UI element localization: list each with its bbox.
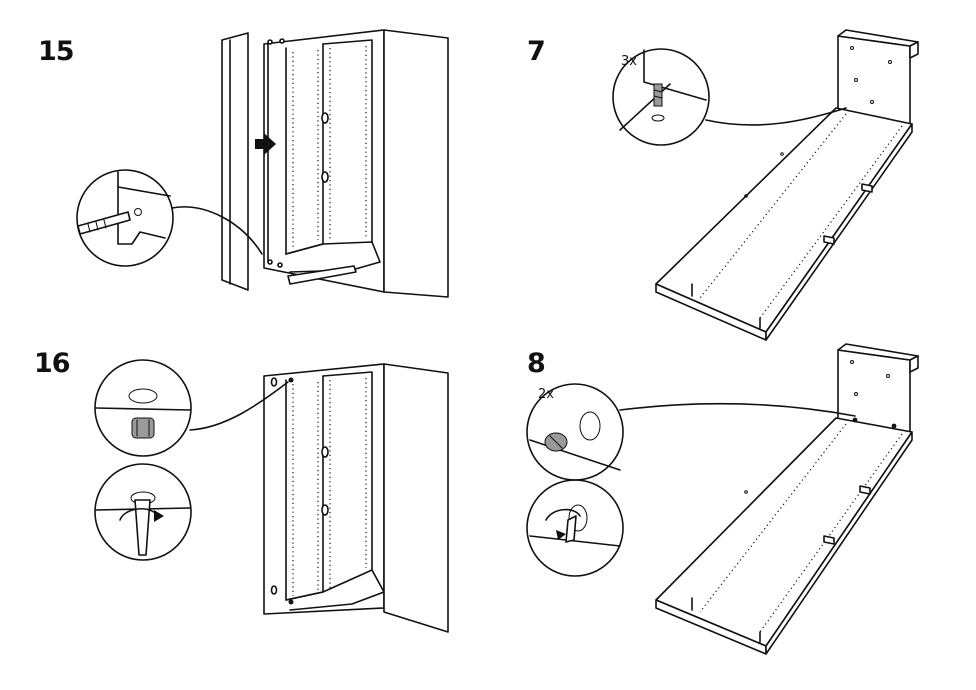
step-7-number: 7 — [527, 36, 546, 67]
step-16-screwdriver-icon — [134, 499, 151, 556]
step-15-screwdriver-icon — [77, 211, 131, 235]
step-8-screwdriver-icon — [565, 515, 577, 543]
step-16-carcass-side-panel — [383, 363, 449, 633]
step-16-detail-magnifier-top — [94, 359, 192, 457]
step-8-number: 8 — [527, 348, 546, 379]
step-8-panel-illustration — [526, 343, 919, 655]
step-8-base-panel — [655, 417, 913, 647]
step-15-wardrobe-illustration — [76, 29, 449, 298]
step-7-detail-magnifier — [612, 48, 710, 146]
step-15-number: 15 — [38, 36, 75, 67]
step-16-number: 16 — [34, 348, 71, 379]
cam-lock-fitting-icon — [131, 417, 155, 439]
step-16-detail-magnifier-bottom — [94, 463, 192, 561]
step-7-base-panel — [655, 107, 913, 333]
dowel-screw-icon — [653, 83, 663, 107]
step-7-panel-illustration — [612, 29, 919, 341]
step-16-wardrobe-illustration — [94, 359, 449, 633]
step-15-detail-magnifier — [76, 169, 174, 267]
push-direction-arrow-icon — [255, 133, 276, 155]
rotate-clockwise-arrow-icon — [154, 510, 164, 522]
step-15-carcass-side-panel — [383, 29, 449, 298]
step-15-loose-panel — [221, 32, 249, 291]
step-8-detail-magnifier-bottom — [526, 479, 624, 577]
rotate-clockwise-arrow-icon — [556, 530, 566, 540]
